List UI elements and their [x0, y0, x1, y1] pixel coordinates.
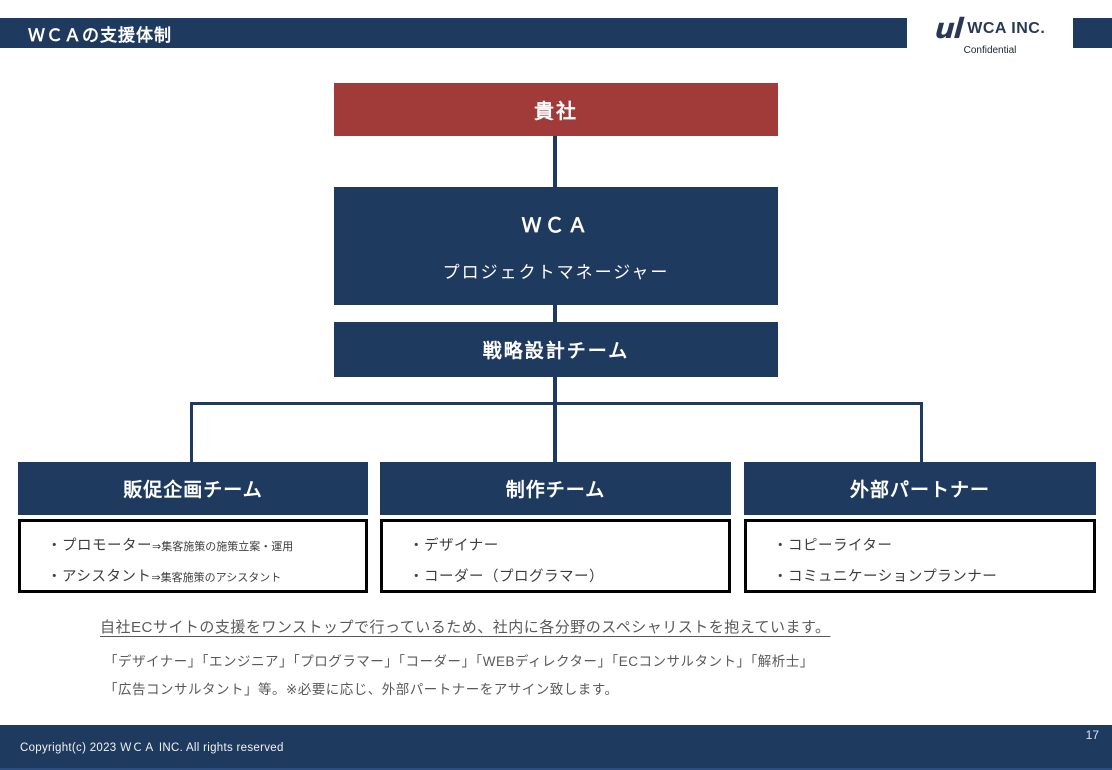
wca-logo-icon: ul [933, 12, 964, 45]
wca-pm-box: ＷＣＡ プロジェクトマネージャー [334, 187, 778, 305]
wca-box-subtitle: プロジェクトマネージャー [442, 263, 670, 282]
footer-accent-line [0, 768, 1112, 770]
company-logo: ul WCA INC. Confidential [907, 12, 1073, 56]
list-item: ・コーダー（プログラマー） [409, 562, 724, 593]
connector-left-drop [190, 402, 193, 462]
member-role: ・コピーライター [773, 538, 893, 554]
note-specialists-list: 「デザイナー」「エンジニア」「プログラマー」「コーダー」「WEBディレクター」「… [104, 654, 814, 669]
copyright-text: Copyright(c) 2023 ＷＣＡ INC. All rights re… [20, 742, 284, 754]
team-box-promotion-members: ・プロモーター⇒集客施策の施策立案・運用 ・アシスタント⇒集客施策のアシスタント [18, 519, 368, 593]
header-bar-right-segment [1073, 18, 1112, 48]
note-assign-remark: 「広告コンサルタント」等。※必要に応じ、外部パートナーをアサイン致します。 [104, 682, 619, 697]
team-box-external-partner-members: ・コピーライター ・コミュニケーションプランナー [744, 519, 1096, 593]
connector-right-drop [920, 402, 923, 462]
member-role: ・コーダー（プログラマー） [409, 569, 604, 585]
team-box-promotion-title: 販促企画チーム [18, 462, 368, 515]
member-role: ・コミュニケーションプランナー [773, 569, 998, 585]
member-role: ・アシスタント [47, 569, 152, 585]
footer-bar: Copyright(c) 2023 ＷＣＡ INC. All rights re… [0, 725, 1112, 770]
list-item: ・アシスタント⇒集客施策のアシスタント [47, 562, 361, 593]
wca-box-title: ＷＣＡ [521, 215, 591, 237]
page-title: ＷＣＡの支援体制 [28, 25, 172, 45]
list-item: ・コピーライター [773, 531, 1089, 562]
logo-text: WCA INC. [967, 20, 1046, 37]
team-box-production-title: 制作チーム [380, 462, 731, 515]
member-role-detail: ⇒集客施策の施策立案・運用 [152, 541, 294, 553]
list-item: ・デザイナー [409, 531, 724, 562]
connector-wca-to-strategy [553, 305, 557, 322]
note-headline: 自社ECサイトの支援をワンストップで行っているため、社内に各分野のスペシャリスト… [100, 619, 831, 636]
strategy-team-box: 戦略設計チーム [334, 322, 778, 377]
logo-row: ul WCA INC. [933, 12, 1046, 45]
confidential-label: Confidential [963, 45, 1017, 56]
header-bar: ＷＣＡの支援体制 [0, 18, 907, 48]
member-role-detail: ⇒集客施策のアシスタント [151, 572, 282, 584]
page-number: 17 [1085, 728, 1099, 742]
team-box-production-members: ・デザイナー ・コーダー（プログラマー） [380, 519, 731, 593]
member-role: ・プロモーター [47, 538, 152, 554]
connector-horizontal [190, 402, 923, 405]
client-company-box: 貴社 [334, 83, 778, 136]
list-item: ・プロモーター⇒集客施策の施策立案・運用 [47, 531, 361, 562]
list-item: ・コミュニケーションプランナー [773, 562, 1089, 593]
connector-client-to-wca [553, 136, 557, 187]
team-box-external-partner-title: 外部パートナー [744, 462, 1096, 515]
member-role: ・デザイナー [409, 538, 499, 554]
connector-center-drop [553, 377, 557, 462]
